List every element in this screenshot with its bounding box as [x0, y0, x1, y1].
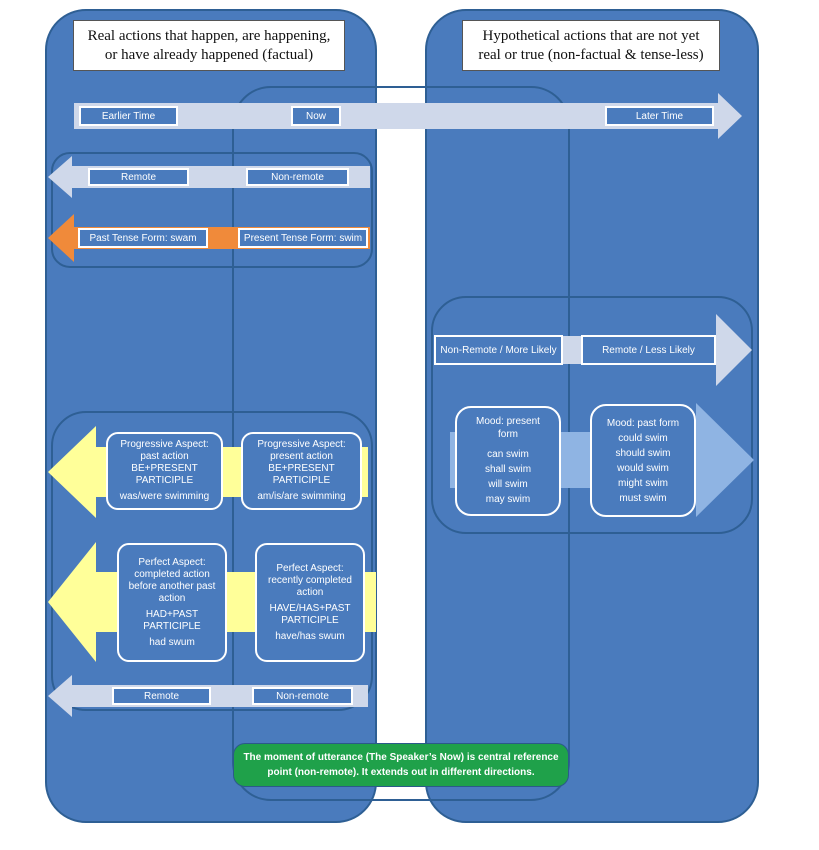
- prog-present-line: PARTICIPLE: [272, 475, 331, 486]
- more-likely-label: Non-Remote / More Likely: [434, 335, 563, 365]
- factual-title-line2: or have already happened (factual): [104, 46, 314, 63]
- perf-past-line: HAD+PAST: [145, 608, 199, 620]
- perf-past-line: Perfect Aspect:: [138, 556, 206, 568]
- perf-past-line: before another past: [128, 580, 216, 592]
- hypothetical-title-line1: Hypothetical actions that are not yet: [482, 27, 700, 44]
- prog-past-example: was/were swimming: [119, 491, 210, 502]
- perf-present-line: Perfect Aspect:: [276, 562, 344, 574]
- perf-present-line: HAVE/HAS+PAST: [269, 602, 351, 614]
- past-mood-item: should swim: [615, 447, 671, 459]
- prog-present-line: present action: [270, 451, 333, 462]
- past-mood-title: Mood: past form: [606, 417, 680, 429]
- progressive-past-card: Progressive Aspect: past action BE+PRESE…: [106, 432, 223, 510]
- prog-past-line: Progressive Aspect:: [120, 439, 209, 450]
- present-mood-item: will swim: [488, 479, 528, 490]
- present-mood-title-1: Mood: present: [476, 416, 540, 427]
- perf-past-example: had swum: [149, 636, 195, 648]
- now-label: Now: [291, 106, 341, 126]
- speakers-now-note-line1: The moment of utterance (The Speaker’s N…: [243, 752, 559, 763]
- perf-present-line: recently completed: [268, 574, 352, 586]
- prog-present-line: BE+PRESENT: [268, 463, 335, 474]
- earlier-time-label: Earlier Time: [79, 106, 178, 126]
- remote-arrow: [48, 156, 370, 198]
- non-remote-label: Non-remote: [246, 168, 349, 186]
- prog-past-line: BE+PRESENT: [131, 463, 198, 474]
- perfect-past-card: Perfect Aspect: completed action before …: [117, 543, 227, 662]
- perf-present-example: have/has swum: [275, 630, 345, 642]
- prog-past-line: PARTICIPLE: [135, 475, 194, 486]
- past-mood-item: could swim: [618, 432, 668, 444]
- aspect-group-outline: [51, 411, 373, 711]
- hypothetical-title-line2: real or true (non-factual & tense-less): [478, 46, 704, 63]
- prog-present-example: am/is/are swimming: [257, 491, 346, 502]
- tense-group-outline: [51, 152, 373, 268]
- factual-title-line1: Real actions that happen, are happening,: [87, 27, 331, 44]
- past-tense-arrow: [48, 214, 370, 262]
- timeline-arrow: [74, 93, 742, 139]
- past-mood-card: Mood: past form could swim should swim w…: [590, 404, 696, 517]
- present-mood-item: can swim: [487, 449, 529, 460]
- speakers-now-note-line2: point (non-remote). It extends out in di…: [267, 767, 535, 778]
- progressive-present-card: Progressive Aspect: present action BE+PR…: [241, 432, 362, 510]
- less-likely-label: Remote / Less Likely: [581, 335, 716, 365]
- hypothetical-title: Hypothetical actions that are not yet re…: [462, 20, 720, 71]
- remote-label: Remote: [88, 168, 189, 186]
- past-tense-form-label: Past Tense Form: swam: [78, 228, 208, 248]
- later-time-label: Later Time: [605, 106, 714, 126]
- present-mood-item: shall swim: [484, 464, 532, 475]
- factual-title: Real actions that happen, are happening,…: [73, 20, 345, 71]
- present-tense-form-label: Present Tense Form: swim: [238, 228, 368, 248]
- perf-past-line: action: [158, 592, 186, 604]
- past-mood-item: would swim: [617, 462, 669, 474]
- aspect-non-remote-label: Non-remote: [252, 687, 353, 705]
- past-mood-item: might swim: [617, 477, 668, 489]
- prog-present-line: Progressive Aspect:: [257, 439, 346, 450]
- present-mood-card: Mood: present form can swim shall swim w…: [455, 406, 561, 516]
- present-mood-item: may swim: [485, 494, 531, 505]
- prog-past-line: past action: [140, 451, 189, 462]
- past-mood-item: must swim: [619, 492, 667, 504]
- perf-present-line: action: [296, 586, 324, 598]
- speakers-now-note: The moment of utterance (The Speaker’s N…: [233, 743, 569, 787]
- aspect-remote-label: Remote: [112, 687, 211, 705]
- perf-present-line: PARTICIPLE: [281, 614, 339, 626]
- perf-past-line: PARTICIPLE: [143, 620, 201, 632]
- present-mood-title-2: form: [498, 429, 518, 440]
- modal-group-outline: [431, 296, 753, 534]
- perf-past-line: completed action: [134, 568, 210, 580]
- perfect-present-card: Perfect Aspect: recently completed actio…: [255, 543, 365, 662]
